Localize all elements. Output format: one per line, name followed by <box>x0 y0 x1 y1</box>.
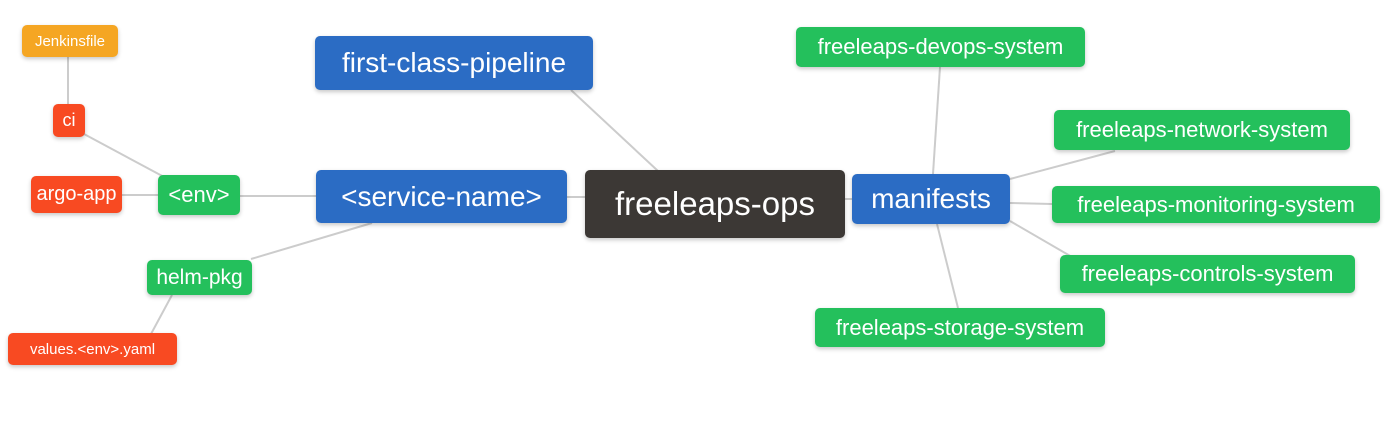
node-manifests[interactable]: manifests <box>852 174 1010 224</box>
node-freeleaps-storage-system[interactable]: freeleaps-storage-system <box>815 308 1105 347</box>
node-ci[interactable]: ci <box>53 104 85 137</box>
edge-helm-pkg-service-name <box>250 222 373 260</box>
node-freeleaps-ops[interactable]: freeleaps-ops <box>585 170 845 238</box>
node-first-class-pipeline[interactable]: first-class-pipeline <box>315 36 593 90</box>
node-helm-pkg[interactable]: helm-pkg <box>147 260 252 295</box>
edge-manifests-controls-system <box>1009 220 1073 258</box>
edge-manifests-devops-system <box>932 66 941 175</box>
node-freeleaps-monitoring-system[interactable]: freeleaps-monitoring-system <box>1052 186 1380 223</box>
edge-first-class-pipeline-freeleaps-ops <box>570 89 659 172</box>
edge-ci-env <box>83 133 167 179</box>
edge-manifests-storage-system <box>936 223 959 309</box>
node-values-env-yaml[interactable]: values.<env>.yaml <box>8 333 177 365</box>
node-freeleaps-devops-system[interactable]: freeleaps-devops-system <box>796 27 1085 67</box>
node-jenkinsfile[interactable]: Jenkinsfile <box>22 25 118 57</box>
node-freeleaps-controls-system[interactable]: freeleaps-controls-system <box>1060 255 1355 293</box>
node-freeleaps-network-system[interactable]: freeleaps-network-system <box>1054 110 1350 150</box>
node-service-name[interactable]: <service-name> <box>316 170 567 223</box>
edge-values-env-yaml-helm-pkg <box>150 294 173 335</box>
edge-manifests-network-system <box>1009 150 1116 180</box>
edge-manifests-monitoring-system <box>1009 202 1053 205</box>
node-env[interactable]: <env> <box>158 175 240 215</box>
node-argo-app[interactable]: argo-app <box>31 176 122 213</box>
